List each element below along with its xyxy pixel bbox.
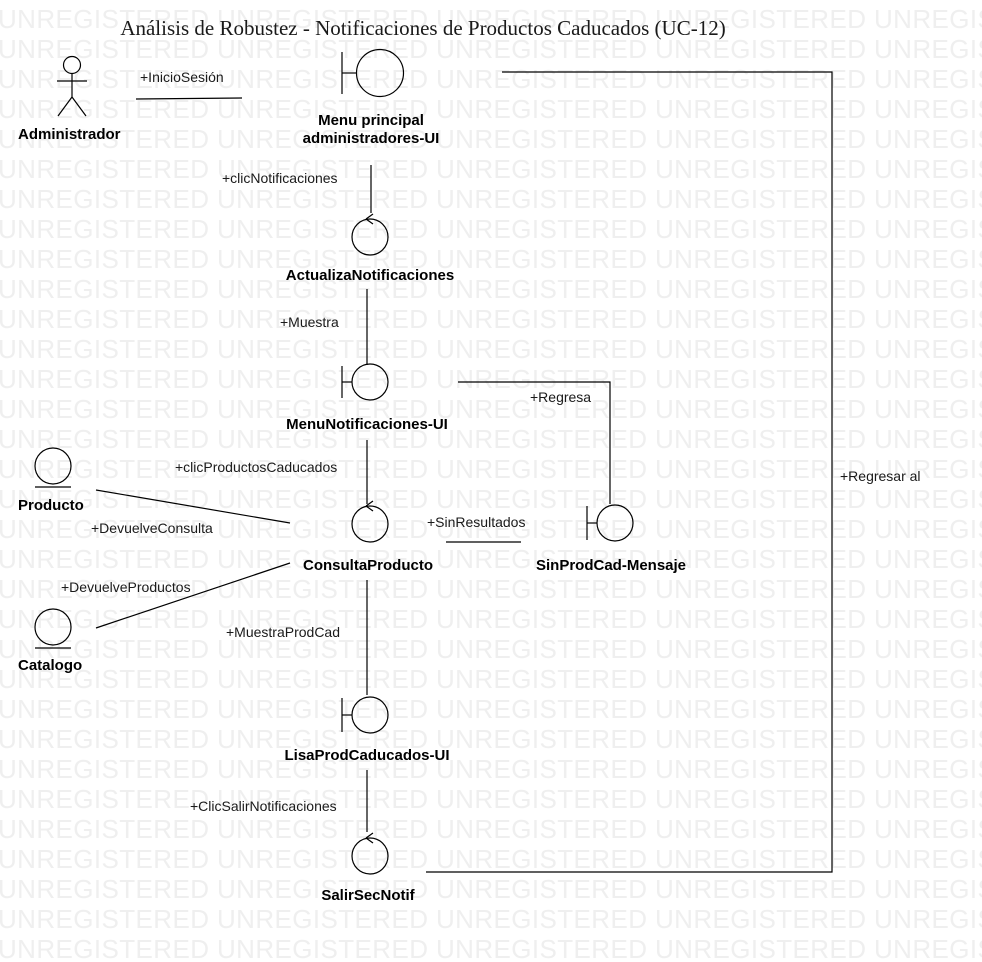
- entity-label-producto: Producto: [18, 497, 84, 514]
- boundary-icon: [341, 48, 405, 98]
- boundary-label-lisa-prod-caducados: LisaProdCaducados-UI: [284, 747, 450, 764]
- relation-label-muestra-prod-cad: +MuestraProdCad: [226, 624, 341, 640]
- control-icon: [351, 213, 389, 256]
- actor-icon: [57, 55, 87, 117]
- relation-label-muestra: +Muestra: [280, 314, 339, 330]
- boundary-label-menu-principal-line1: Menu principal: [318, 112, 424, 129]
- diagram-title: Análisis de Robustez - Notificaciones de…: [120, 16, 726, 40]
- boundary-icon: [341, 696, 389, 734]
- control-label-actualiza-notificaciones: ActualizaNotificaciones: [285, 267, 455, 284]
- relation-label-clic-notificaciones: +clicNotificaciones: [222, 170, 338, 186]
- boundary-label-sin-prod-cad-mensaje: SinProdCad-Mensaje: [535, 557, 687, 574]
- relation-line-devuelve-consulta: [95, 489, 291, 524]
- relation-label-clic-productos-caducados: +clicProductosCaducados: [175, 459, 338, 475]
- relation-label-sin-resultados: +SinResultados: [427, 514, 526, 530]
- boundary-icon: [341, 363, 389, 401]
- relation-label-devuelve-productos: +DevuelveProductos: [61, 579, 191, 595]
- control-icon: [351, 500, 389, 543]
- relation-label-devuelve-consulta: +DevuelveConsulta: [91, 520, 213, 536]
- relation-label-clic-salir-notificaciones: +ClicSalirNotificaciones: [190, 798, 337, 814]
- relation-line-inicio-sesion: [135, 97, 243, 100]
- boundary-icon: [586, 504, 634, 542]
- control-label-consulta-producto: ConsultaProducto: [303, 557, 433, 574]
- entity-icon: [34, 447, 72, 488]
- relation-line-regresar-al: [426, 71, 833, 873]
- boundary-label-menu-principal-line2: administradores-UI: [302, 130, 440, 147]
- relation-label-regresar-al: +Regresar al: [840, 468, 921, 484]
- entity-icon: [34, 608, 72, 649]
- control-label-salir-sec-notif: SalirSecNotif: [321, 887, 415, 904]
- actor-label-administrador: Administrador: [18, 126, 121, 143]
- entity-label-catalogo: Catalogo: [18, 657, 83, 674]
- relation-line-devuelve-productos: [95, 562, 291, 629]
- control-icon: [351, 832, 389, 875]
- relation-label-regresa: +Regresa: [530, 389, 592, 405]
- boundary-label-menu-notificaciones: MenuNotificaciones-UI: [286, 416, 448, 433]
- boundary-label-menu-principal: Menu principal administradores-UI: [291, 112, 451, 148]
- relation-label-inicio-sesion: +InicioSesión: [140, 69, 224, 85]
- relation-line-regresa: [458, 381, 611, 504]
